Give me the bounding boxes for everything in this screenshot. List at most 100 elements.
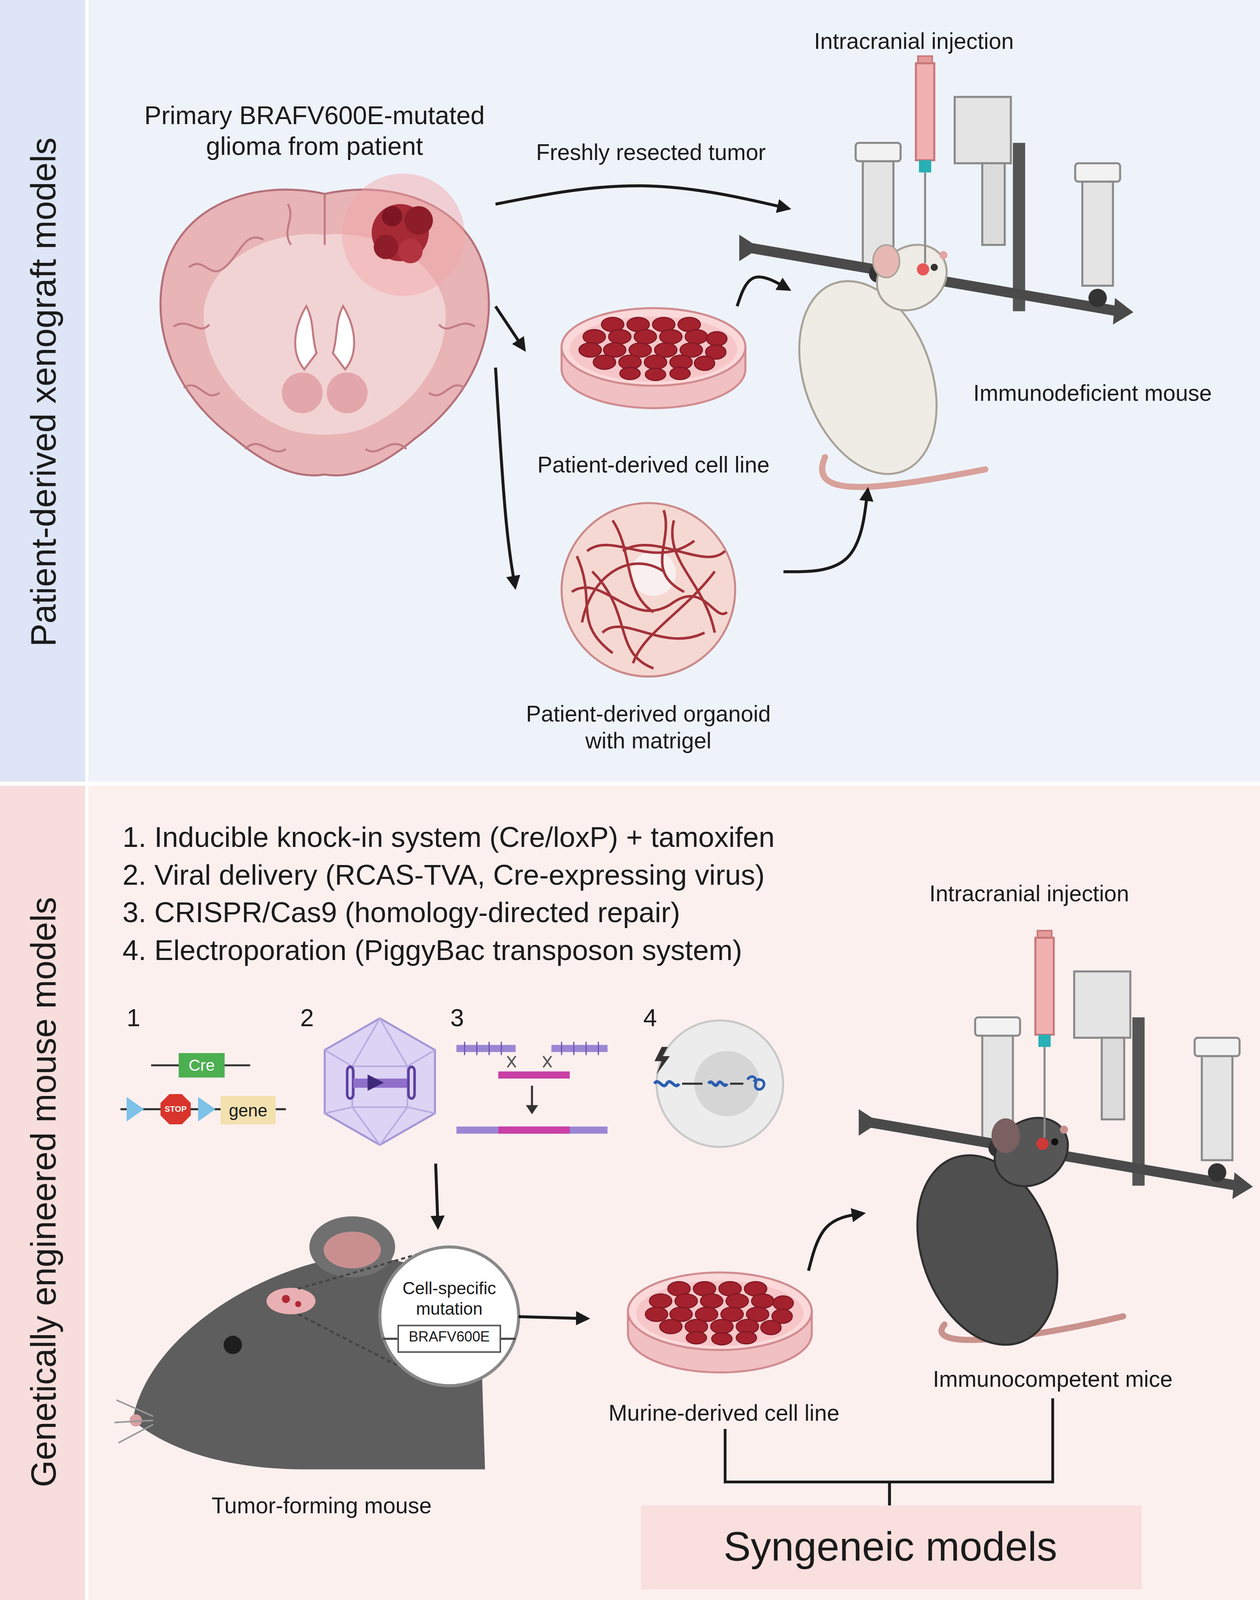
gene-box <box>398 1325 501 1353</box>
organoid-illustration <box>561 503 735 677</box>
flow-arrow <box>495 367 516 588</box>
rung <box>597 1042 599 1056</box>
icon-crispr <box>456 1042 608 1135</box>
integrated-dna <box>708 1082 727 1086</box>
rung <box>500 1042 502 1056</box>
node-label: 2. Viral delivery (RCAS-TVA, Cre-express… <box>122 857 765 893</box>
step-arrow <box>730 1082 744 1085</box>
callout-number: 2 <box>300 1003 331 1034</box>
section-title: Patient-derived xenograft models <box>23 14 66 770</box>
icon-knock-in <box>120 1053 287 1125</box>
node-label: Cell-specific mutation <box>387 1278 511 1321</box>
syringe <box>915 55 935 264</box>
step-arrow <box>682 1082 703 1085</box>
xenograft-mouse: Intracranial injectionImmunodeficient mo… <box>791 22 1246 487</box>
gene-box <box>220 1096 276 1126</box>
mouse-ear <box>991 1118 1021 1154</box>
section-title: Genetically engineered mouse models <box>23 794 66 1591</box>
ventricle <box>295 306 317 370</box>
tumor-lobe <box>404 206 434 235</box>
rung <box>464 1042 466 1056</box>
fibre <box>622 545 726 558</box>
callout-number: 1 <box>126 1003 158 1034</box>
whisker <box>114 1420 153 1423</box>
organoid-lumen <box>631 551 677 597</box>
panel-divider <box>0 781 1260 786</box>
immunocompetent-mouse <box>892 1104 1124 1365</box>
flow-arrow <box>783 490 868 573</box>
node-label: 3. CRISPR/Cas9 (homology-directed repair… <box>122 895 681 930</box>
injection-site <box>1036 1138 1049 1151</box>
flow-arrow <box>737 277 789 307</box>
panel-divider <box>85 0 89 1600</box>
whisker <box>118 1425 153 1444</box>
inset-circle <box>379 1247 519 1387</box>
dna-rungs <box>464 1042 599 1056</box>
node-label: Syngeneic models <box>641 1522 1140 1572</box>
ltr <box>408 1067 415 1099</box>
organoid-sphere <box>561 503 735 677</box>
mouse-nose <box>1059 1125 1069 1135</box>
bracket-line <box>889 1398 1053 1507</box>
syngeneic-mouse: Intracranial injectionImmunocompetent mi… <box>865 877 1249 1399</box>
mouse-nose <box>939 251 948 260</box>
tumor-spot <box>294 1301 302 1308</box>
stop-label: STOP <box>155 1104 197 1115</box>
node-label: 1. Inducible knock-in system (Cre/loxP) … <box>122 820 775 855</box>
expressed-protein <box>747 1077 765 1091</box>
panel-ground <box>0 784 1260 1600</box>
capsid-facets <box>324 1018 436 1146</box>
callout-number: 4 <box>643 1003 675 1034</box>
dna-strand <box>551 1045 608 1053</box>
inserted-segment <box>498 1127 570 1135</box>
step-arrowhead <box>525 1105 539 1115</box>
tumor-lobe <box>373 234 399 260</box>
donor-template <box>498 1071 570 1080</box>
cell-line-dish: Murine-derived cell line <box>590 1271 861 1430</box>
brain-window <box>266 1288 316 1315</box>
node-label: 4. Electroporation (PiggyBac transposon … <box>122 933 743 968</box>
node-label: Patient-derived organoid with matrigel <box>515 700 781 755</box>
step-arrow <box>531 1086 534 1108</box>
loxp-site <box>126 1097 144 1122</box>
cell <box>656 1020 783 1148</box>
electric-pulse <box>654 1047 670 1076</box>
petri-dish <box>628 1273 812 1374</box>
mutation-inset <box>379 1247 519 1387</box>
fibre <box>612 520 654 613</box>
mouse-head <box>864 231 960 324</box>
fibre <box>592 571 654 669</box>
cell-line-dish: Patient-derived cell line <box>525 306 784 482</box>
fibre <box>672 520 715 634</box>
facet <box>352 1107 408 1146</box>
node-label: Intracranial injection <box>906 880 1152 908</box>
stereotaxic-frame <box>739 96 1134 325</box>
node-label: Immunodeficient mouse <box>944 379 1241 407</box>
gyrus <box>439 323 476 329</box>
whiskers <box>114 1400 153 1444</box>
section-band: Genetically engineered mouse models 1. In… <box>0 784 1260 1600</box>
node-label: Murine-derived cell line <box>590 1399 858 1427</box>
nucleus <box>694 1051 760 1117</box>
cre-label: Cre <box>178 1055 225 1076</box>
icon-virus <box>324 1018 436 1146</box>
midline <box>323 193 326 245</box>
facet <box>352 1018 408 1067</box>
tumor-illustration: Primary BRAFV600E-mutated glioma from pa… <box>135 100 496 483</box>
flow-arrow <box>495 185 789 209</box>
mouse-eye <box>223 1336 243 1355</box>
tumor-spot <box>281 1295 291 1304</box>
ltr <box>347 1067 354 1099</box>
gyrus <box>173 323 210 329</box>
flow-arrow <box>518 1317 588 1320</box>
rung <box>585 1042 587 1056</box>
gyrus <box>428 385 465 396</box>
gyrus <box>287 204 291 246</box>
edge-label: Freshly resected tumor <box>531 138 772 166</box>
callout-number: 3 <box>450 1003 481 1034</box>
mouse-eye <box>1051 1138 1059 1146</box>
whisker <box>116 1400 153 1417</box>
